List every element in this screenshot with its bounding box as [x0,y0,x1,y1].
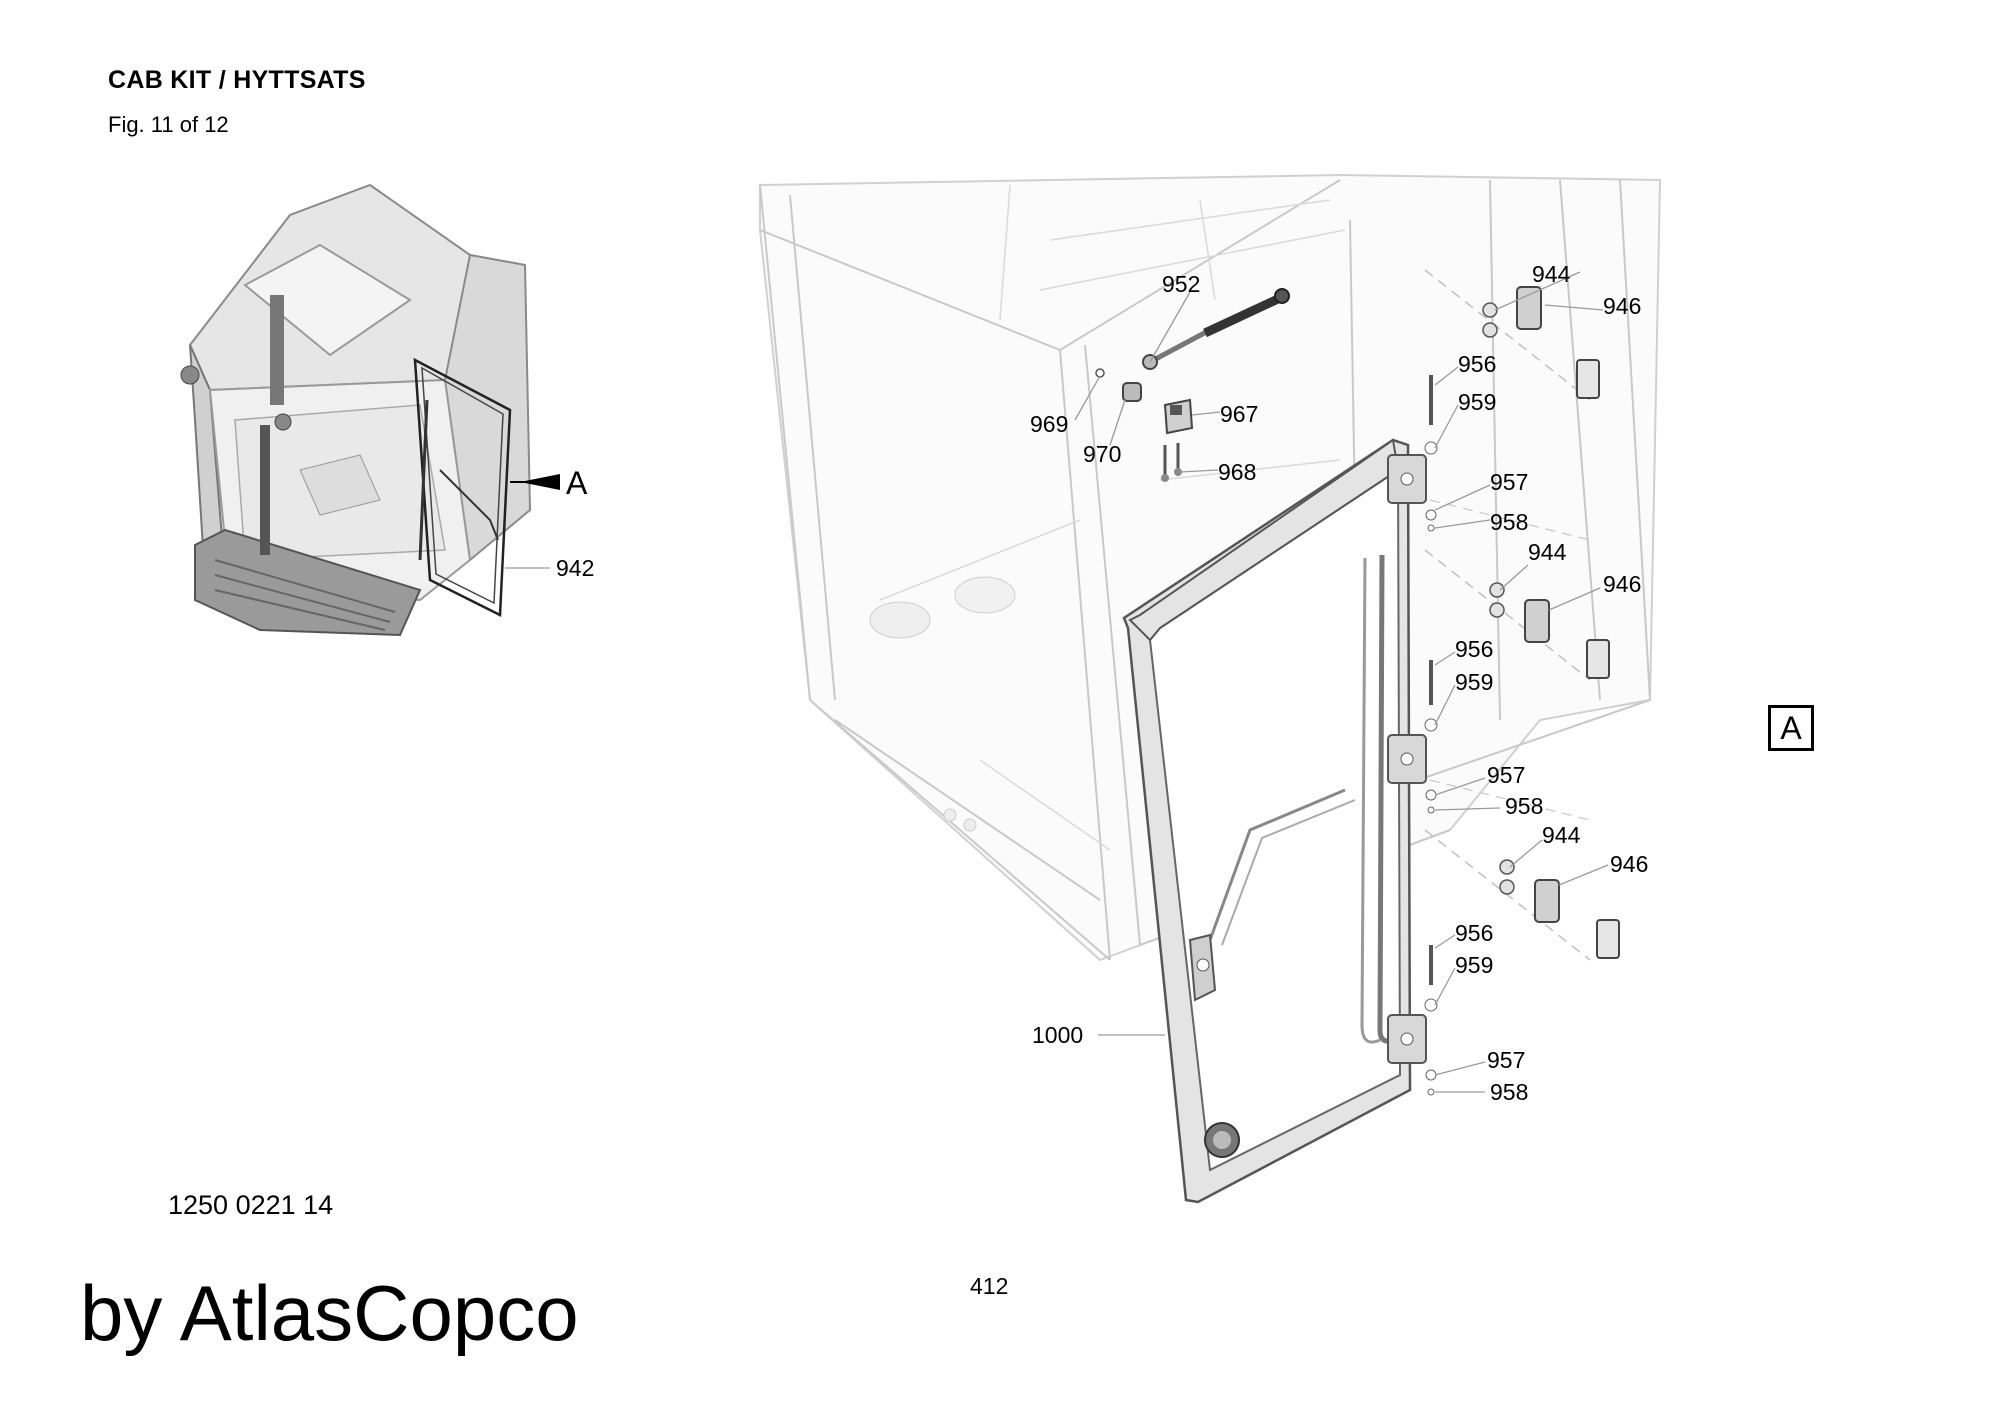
figure-number: Fig. 11 of 12 [108,112,229,137]
page-title: CAB KIT / HYTTSATS [108,66,366,94]
page-number: 412 [970,1273,1009,1299]
washer-969 [1095,368,1105,378]
hinge-set-lower [1424,859,1620,1096]
callout-957-upper: 957 [1490,469,1528,495]
callout-946-lower: 946 [1610,851,1648,877]
callout-957-lower: 957 [1487,1047,1525,1073]
callout-944-middle: 944 [1528,539,1567,565]
callout-952: 952 [1162,271,1200,297]
door-assembly-1000 [1122,438,1427,1204]
brand-text: by AtlasCopco [80,1269,579,1357]
strut-bracket-967 [1163,398,1194,435]
cab-overview-illustration: A 942 [180,183,594,637]
callout-958-lower: 958 [1490,1079,1528,1105]
callout-959-upper: 959 [1458,389,1496,415]
view-a-marker: A [1768,705,1814,751]
callout-958-upper: 958 [1490,509,1528,535]
leader-lines [1074,271,1609,1093]
callout-946-upper: 946 [1603,293,1641,319]
callout-956-middle: 956 [1455,636,1493,662]
callout-956-lower: 956 [1455,920,1493,946]
screws-968 [1161,443,1182,482]
hinge-set-middle [1424,582,1610,814]
callout-942: 942 [556,555,594,581]
part-number: 1250 0221 14 [168,1190,334,1220]
callout-956-upper: 956 [1458,351,1496,377]
callout-969: 969 [1030,411,1068,437]
callout-944-lower: 944 [1542,822,1581,848]
callout-959-middle: 959 [1455,669,1493,695]
ball-stud-970 [1122,382,1142,402]
callout-970: 970 [1083,441,1121,467]
callout-1000: 1000 [1032,1022,1083,1048]
callout-967: 967 [1220,401,1258,427]
callout-944-upper: 944 [1532,261,1571,287]
callout-957-middle: 957 [1487,762,1525,788]
callout-959-lower: 959 [1455,952,1493,978]
callout-958-middle: 958 [1505,793,1543,819]
callout-946-middle: 946 [1603,571,1641,597]
gas-strut-952 [1142,288,1290,370]
view-a-pointer-label: A [566,465,588,501]
callout-968: 968 [1218,459,1256,485]
